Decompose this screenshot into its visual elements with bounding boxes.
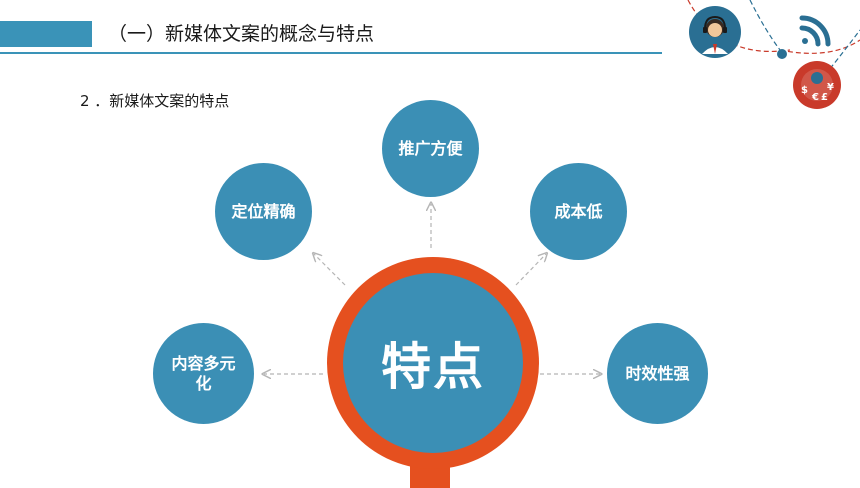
section-subtitle: 2 ．新媒体文案的特点 bbox=[80, 92, 230, 110]
decor-cluster: $ € £ ¥ bbox=[687, 0, 860, 109]
node-shixiao: 时效性强 bbox=[607, 323, 708, 424]
svg-text:¥: ¥ bbox=[827, 82, 834, 93]
svg-text:€: € bbox=[811, 92, 819, 103]
currency-exchange-icon: $ € £ ¥ bbox=[793, 61, 841, 109]
svg-text:£: £ bbox=[821, 92, 828, 103]
center-label: 特点 bbox=[343, 273, 523, 453]
arrow-to-dingwei bbox=[314, 254, 346, 286]
node-chengben: 成本低 bbox=[530, 163, 627, 260]
page-title: （一）新媒体文案的概念与特点 bbox=[108, 23, 375, 45]
svg-text:$: $ bbox=[801, 85, 808, 96]
title-underline bbox=[0, 52, 662, 54]
orbit-dot bbox=[777, 49, 787, 59]
wifi-signal-icon bbox=[799, 15, 831, 47]
headset-agent-icon bbox=[689, 6, 741, 58]
node-tuiguang: 推广方便 bbox=[382, 100, 479, 197]
node-dingwei: 定位精确 bbox=[215, 163, 312, 260]
arrow-to-chengben bbox=[515, 254, 546, 286]
node-neirong: 内容多元化 bbox=[153, 323, 254, 424]
title-accent-bar bbox=[0, 21, 92, 47]
